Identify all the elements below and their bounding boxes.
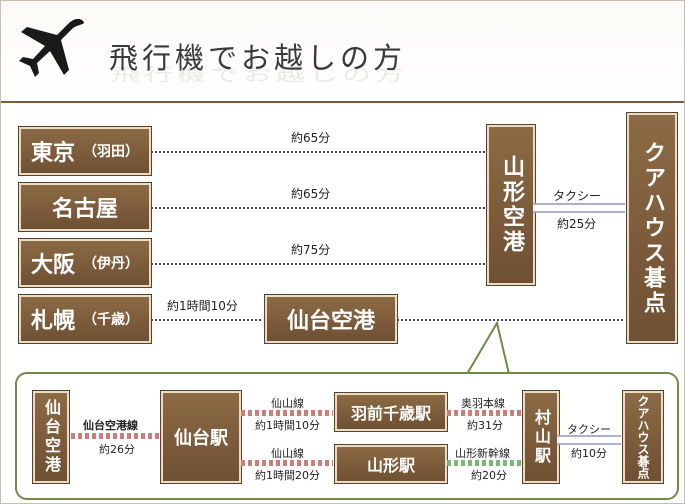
route-taxi-label: タクシー: [567, 423, 611, 436]
shinkansen-label: 山形新幹線: [455, 447, 510, 460]
route-murayama-station: 村山駅: [523, 391, 559, 483]
shinkansen-time: 約20分: [471, 469, 507, 482]
page-title: 飛行機でお越しの方: [109, 41, 407, 75]
senzan-time-1: 約1時間10分: [255, 419, 320, 432]
flight-time-tokyo: 約65分: [291, 131, 331, 145]
senzan-line-upper: [241, 410, 333, 416]
airplane-icon: [19, 18, 84, 77]
origin-name: 札幌: [30, 309, 75, 334]
route-taxi-time: 約10分: [571, 447, 607, 460]
flight-line-osaka: [151, 263, 485, 265]
flight-time-sapporo: 約1時間10分: [167, 299, 238, 313]
senzan-line-label-1: 仙山線: [271, 397, 304, 410]
origin-tokyo: 東京 （羽田）: [19, 127, 151, 175]
taxi-label: タクシー: [553, 189, 602, 203]
senzan-line-lower: [241, 460, 333, 466]
header: 飛行機でお越しの方 飛行機でお越しの方: [1, 1, 684, 103]
flight-time-osaka: 約75分: [291, 243, 331, 257]
ou-line: [447, 410, 521, 416]
title-reflection: 飛行機でお越しの方: [111, 65, 409, 86]
taxi-line: [533, 203, 625, 213]
callout-pointer: [466, 320, 510, 375]
airport-line: [71, 433, 159, 439]
route-destination: クアハウス碁点: [623, 391, 663, 483]
airport-line-time: 約26分: [99, 443, 135, 456]
destination-kurhaus: クアハウス碁点: [627, 113, 677, 343]
sendai-airport: 仙台空港: [265, 295, 397, 343]
origin-osaka: 大阪 （伊丹）: [19, 239, 151, 287]
origin-sub: （千歳）: [83, 312, 139, 328]
flight-line-sapporo: [151, 319, 261, 321]
route-yamagata-station: 山形駅: [335, 445, 447, 483]
route-sendai-airport: 仙台空港: [33, 391, 69, 483]
origin-sub: （伊丹）: [83, 256, 139, 272]
senzan-time-2: 約1時間20分: [255, 469, 320, 482]
airport-line-label: 仙台空港線: [83, 419, 138, 432]
ou-line-time: 約31分: [467, 419, 503, 432]
shinkansen-line: [447, 460, 521, 466]
origin-nagoya: 名古屋: [19, 183, 151, 231]
route-hazen-chitose-station: 羽前千歳駅: [335, 393, 447, 431]
origin-name: 名古屋: [51, 197, 118, 222]
origin-name: 大阪: [30, 253, 75, 278]
ou-line-label: 奥羽本線: [461, 397, 505, 410]
route-taxi-line: [557, 435, 621, 445]
route-sendai-station: 仙台駅: [161, 391, 241, 483]
yamagata-airport: 山形空港: [487, 125, 535, 285]
origin-name: 東京: [30, 141, 75, 166]
taxi-time: 約25分: [557, 217, 597, 231]
origin-sub: （羽田）: [83, 144, 139, 160]
senzan-line-label-2: 仙山線: [271, 447, 304, 460]
origin-sapporo: 札幌 （千歳）: [19, 295, 151, 343]
road-line-sendai: [397, 319, 623, 321]
flight-line-nagoya: [151, 207, 485, 209]
flight-time-nagoya: 約65分: [291, 187, 331, 201]
flight-line-tokyo: [151, 151, 485, 153]
